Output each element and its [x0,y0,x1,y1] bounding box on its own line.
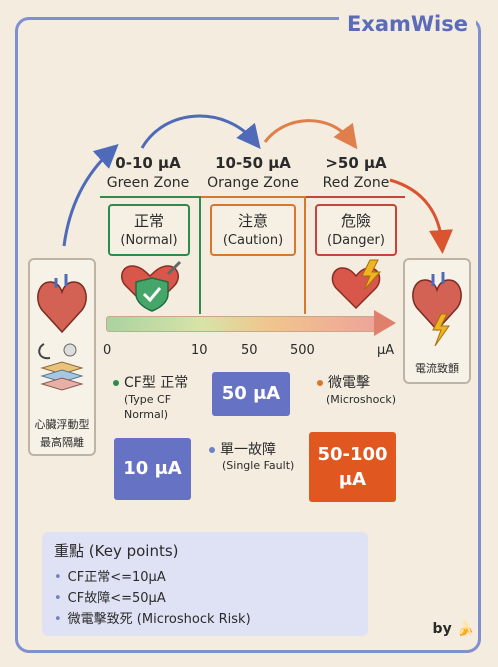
legend-microshock-label: 微電擊 [328,375,370,391]
divider-green [199,196,201,314]
value-box-50-100ua-line2: μA [338,469,367,490]
bracket-red [305,196,405,198]
zone-box-normal-en: (Normal) [120,233,178,248]
arrow-orange-to-red [263,119,358,150]
left-panel-line2: 最高隔離 [40,436,84,449]
tick-0: 0 [103,343,112,358]
legend-microshock-sub: (Microshock) [326,393,397,406]
key-points-title: 重點 (Key points) [54,542,179,560]
zone-box-normal-zh: 正常 [133,212,164,230]
author-credit: by 🍌 [432,621,474,637]
divider-orange [304,196,306,314]
key-point-2: CF故障<=50μA [67,591,166,606]
zone-range-orange: 10-50 μA [215,154,291,172]
arrow-green-to-orange [140,114,261,149]
key-point-3: 微電擊致死 (Microshock Risk) [67,612,251,627]
zone-box-caution-en: (Caution) [222,233,284,248]
key-points-box: 重點 (Key points) •CF正常<=10μA •CF故障<=50μA … [42,532,368,636]
heart-shield-icon [121,260,182,312]
legend-cf-normal-sub1: (Type CF [124,393,172,406]
legend-single-fault-dot [209,447,215,453]
heart-lightning-icon [331,259,382,310]
legend-single-fault-label: 單一故障 [220,442,276,458]
zone-name-orange: Orange Zone [207,175,299,191]
axis-unit: μA [377,343,395,358]
zone-box-caution: 注意 (Caution) [210,204,296,256]
bracket-green [100,196,200,198]
tick-10: 10 [191,343,208,358]
key-point-1: CF正常<=10μA [67,570,166,585]
arrow-left-up [62,143,119,247]
arrow-red-down [389,178,453,254]
legend-microshock: 微電擊 [317,372,370,392]
key-point-item: •CF故障<=50μA [54,591,166,606]
legend-cf-normal-dot [113,380,119,386]
zone-box-danger-en: (Danger) [327,233,385,248]
zone-box-caution-zh: 注意 [237,212,268,230]
zone-name-green: Green Zone [106,175,190,191]
legend-cf-normal-label: CF型 正常 [124,375,189,391]
key-point-item: •CF正常<=10μA [54,570,166,585]
tick-500: 500 [290,343,315,358]
value-box-50-100ua-line1: 50-100 [317,444,388,465]
value-box-50ua: 50 μA [212,372,290,416]
zone-range-red: >50 μA [325,154,387,172]
legend-single-fault-sub: (Single Fault) [222,459,295,472]
legend-cf-normal: CF型 正常 [113,372,188,392]
right-panel-label: 電流致顫 [415,362,459,375]
value-box-50-100ua: 50-100 μA [309,432,396,502]
left-panel-line1: 心臟浮動型 [34,418,90,431]
legend-cf-normal-sub2: Normal) [124,408,169,421]
legend-cf-normal-sub: (Type CF Normal) [124,392,171,422]
scale-arrowhead [374,310,396,336]
outer-frame [15,17,481,653]
heart-shock-icon [412,272,462,347]
tick-50: 50 [241,343,258,358]
left-device-panel: 心臟浮動型 最高隔離 [28,258,96,456]
zone-box-danger: 危險 (Danger) [315,204,397,256]
current-scale-bar [106,316,380,332]
zone-range-green: 0-10 μA [115,154,181,172]
brand-logo: ExamWise [338,10,476,38]
value-box-10ua: 10 μA [114,438,191,500]
key-point-item: •微電擊致死 (Microshock Risk) [54,612,251,627]
zone-box-danger-zh: 危險 [340,212,371,230]
bracket-orange [200,196,305,198]
heart-device-icon [37,274,87,391]
legend-microshock-dot [317,380,323,386]
zone-box-normal: 正常 (Normal) [108,204,190,256]
zone-name-red: Red Zone [322,175,390,191]
right-fibrillation-panel: 電流致顫 [403,258,471,384]
legend-single-fault: 單一故障 [209,439,276,459]
